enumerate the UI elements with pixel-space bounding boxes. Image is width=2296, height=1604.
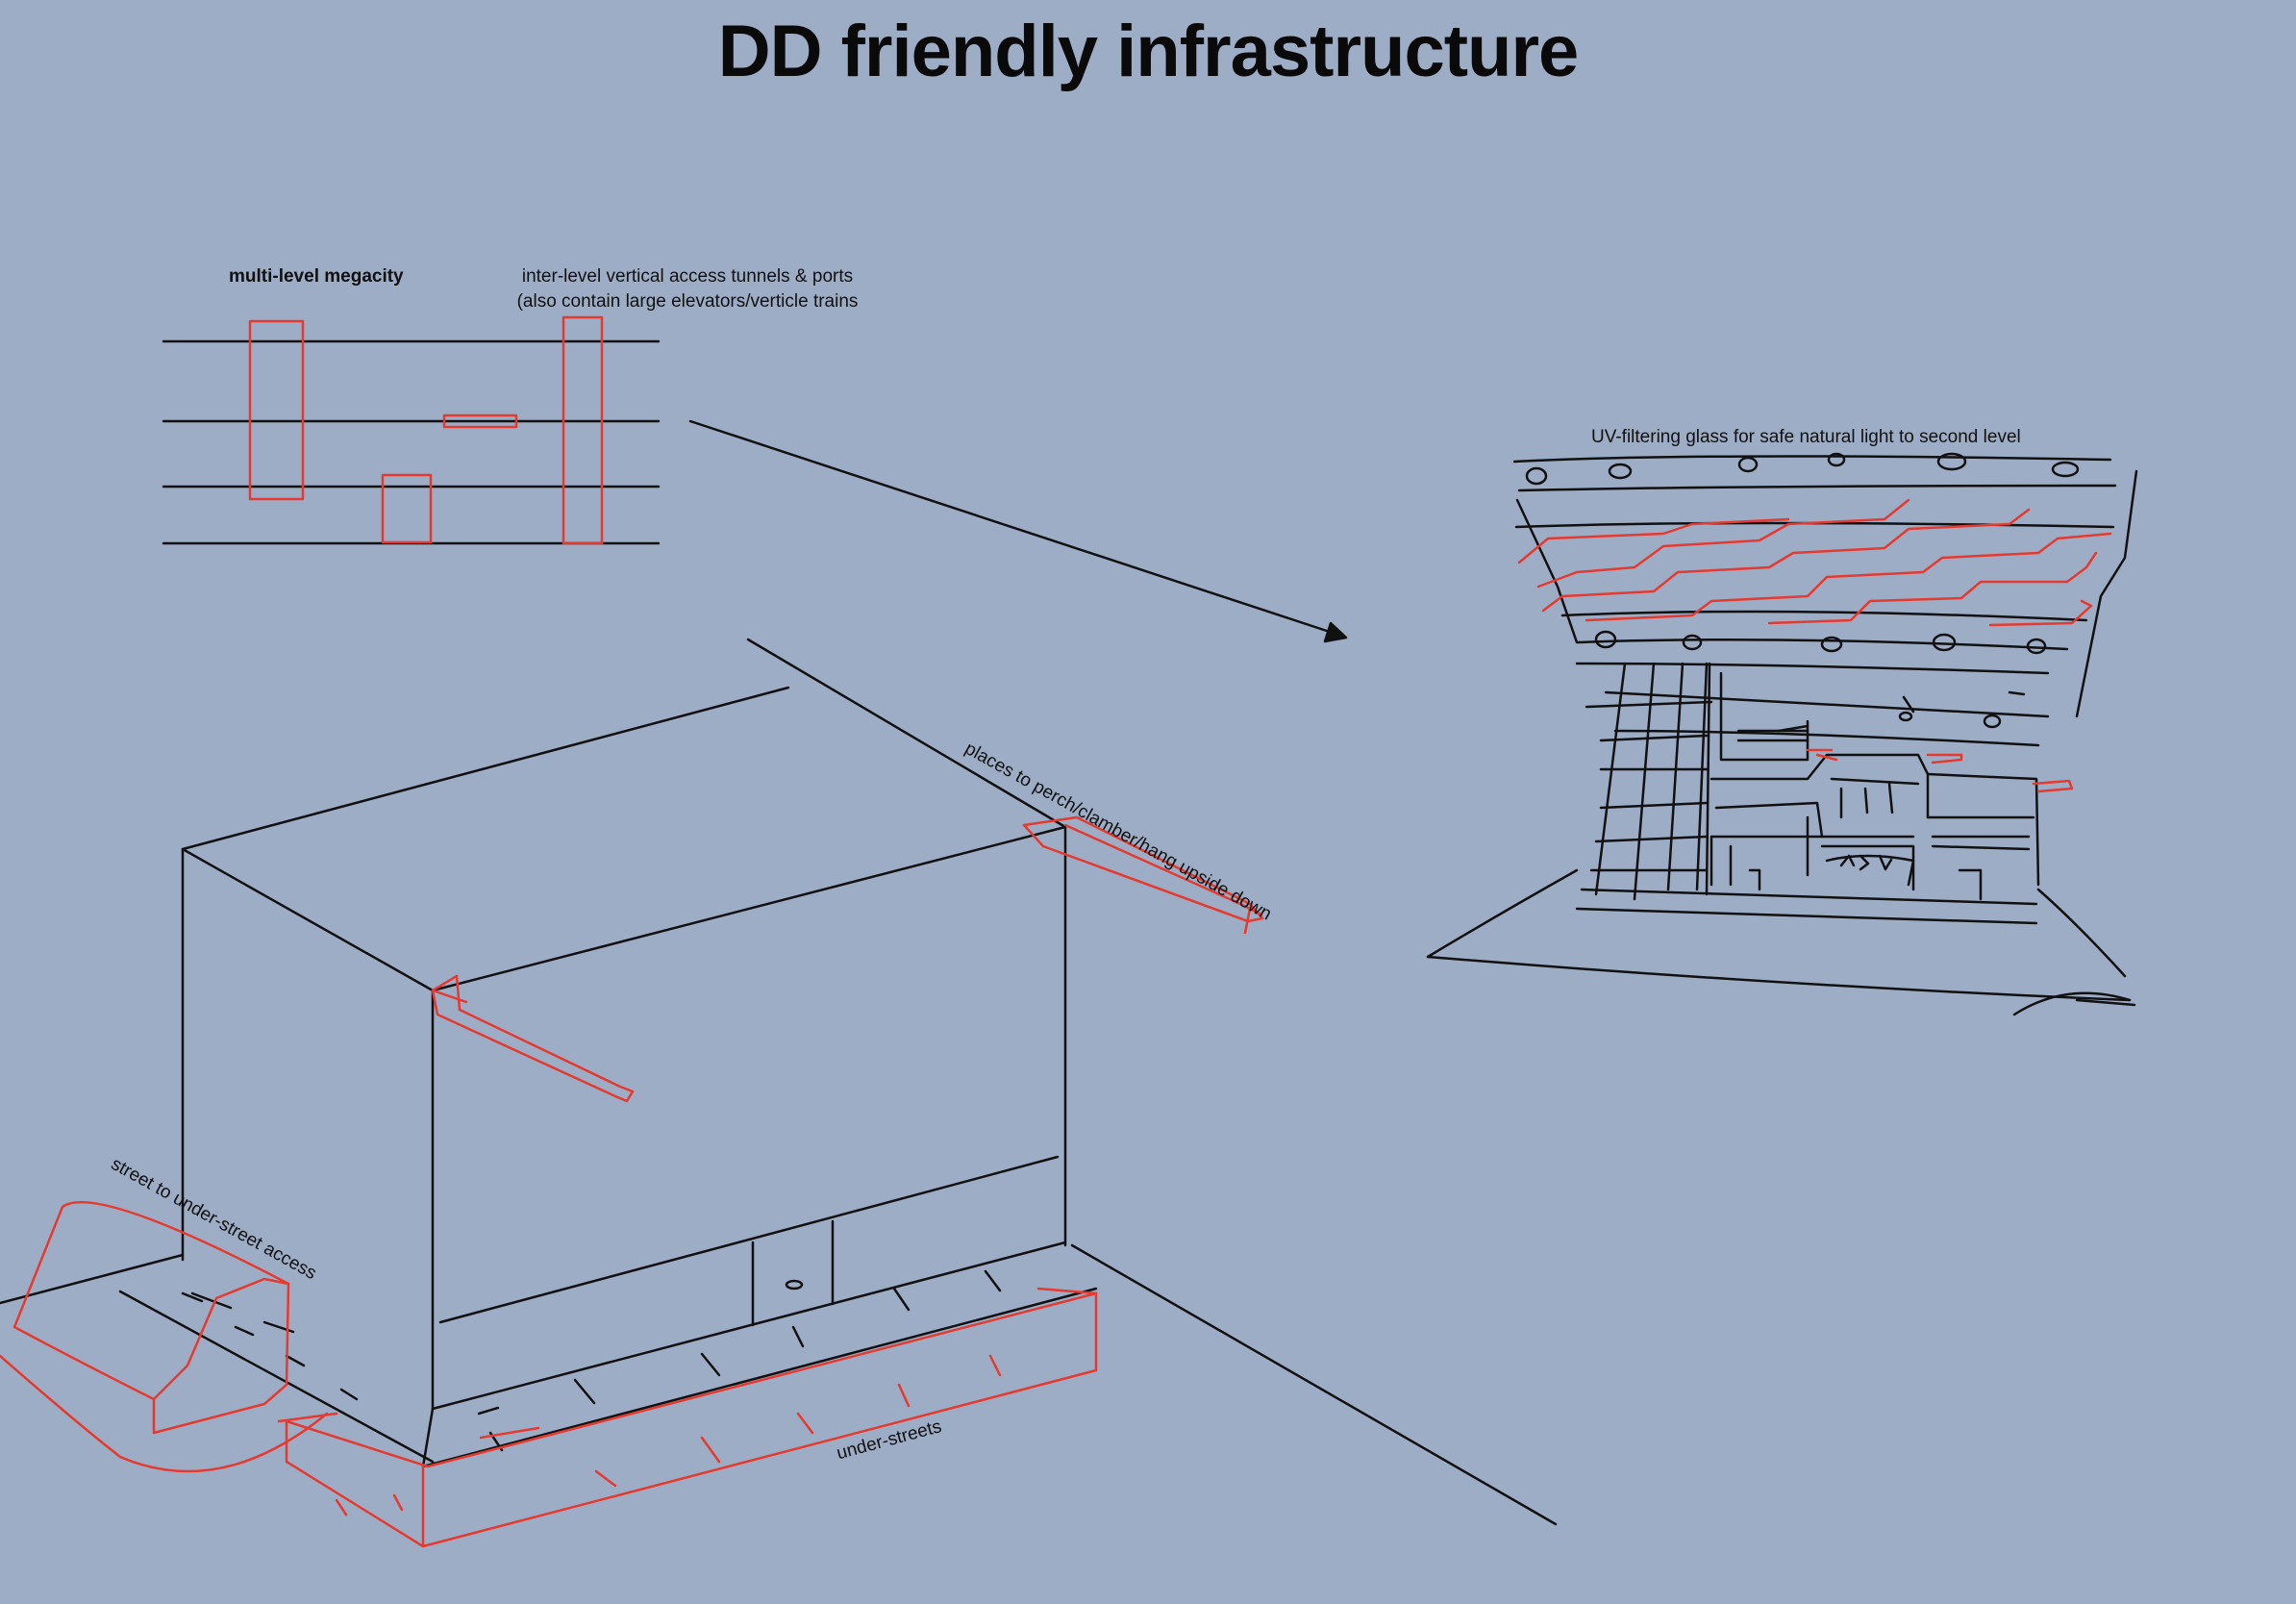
megacity-levels-diagram <box>162 339 661 545</box>
arrow-to-detail <box>688 419 1348 643</box>
building-box <box>0 638 1558 1526</box>
label-vertical-access-tunnels: inter-level vertical access tunnels & po… <box>476 266 899 313</box>
label-multi-level-megacity: multi-level megacity <box>229 266 404 287</box>
perch-ledge-right <box>1022 815 1264 935</box>
street-access-ramp <box>0 1200 338 1473</box>
label-tunnels-line-1: inter-level vertical access tunnels & po… <box>521 266 854 287</box>
glass-detail-sketch <box>1426 452 2138 1016</box>
page-title: DD friendly infrastructure <box>717 11 1580 92</box>
label-tunnels-line-2: (also contain large elevators/verticle t… <box>516 291 859 312</box>
perch-ledge-left <box>431 974 635 1103</box>
under-streets-channel <box>285 1287 1098 1548</box>
vertical-access-tunnels <box>248 315 604 545</box>
label-uv-filtering-glass: UV-filtering glass for safe natural ligh… <box>1591 427 2021 447</box>
uv-glass-panels <box>1517 498 2112 793</box>
